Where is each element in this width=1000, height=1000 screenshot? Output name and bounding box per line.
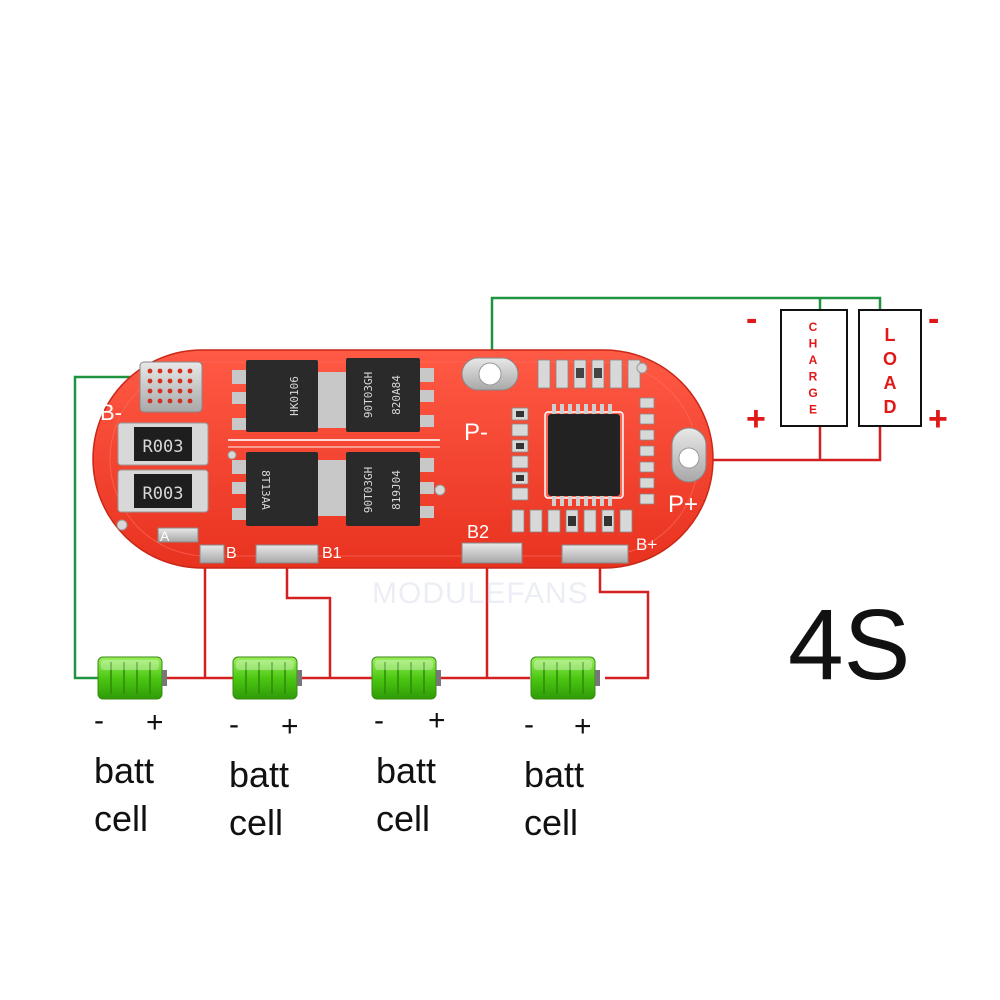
mosfet-3: 8T13AA: [232, 452, 332, 526]
mosfet-code-4: 819J04: [390, 470, 403, 510]
pad-b2: [461, 542, 523, 564]
b-minus-pad: [139, 361, 203, 413]
battery-cell-2: [232, 656, 302, 700]
cell-4-label-line2: cell: [524, 802, 579, 843]
mosfet-code-2: 820A84: [390, 375, 403, 415]
charge-minus: -: [746, 300, 757, 338]
wire-p-minus: [490, 296, 882, 375]
pad-label-b1: B1: [322, 545, 342, 562]
wires: [73, 296, 882, 680]
wire-b-minus: [73, 375, 140, 680]
mosfet-2: 90T03GH 820A84: [332, 358, 434, 432]
cell-1-minus: -: [94, 704, 104, 737]
pad-label-b-plus: B+: [636, 535, 657, 554]
p-minus-pad: [461, 357, 519, 391]
pad-b1: [255, 544, 319, 564]
pad-b: [199, 544, 225, 564]
resistor-marking-1: R003: [143, 437, 184, 457]
pad-a: [157, 527, 199, 543]
cell-1-label-line1: batt: [94, 750, 155, 791]
mosfet-marking-3: 8T13AA: [259, 470, 272, 510]
protection-ic: [544, 404, 624, 506]
cell-3-minus: -: [374, 704, 384, 737]
pad-label-b: B: [226, 545, 237, 562]
load-minus: -: [928, 300, 939, 338]
mosfet-4: 90T03GH 819J04: [332, 452, 434, 526]
wire-b-plus: [598, 562, 650, 680]
cell-1-plus: +: [146, 706, 164, 739]
pad-label-p-minus: P-: [464, 419, 488, 446]
smd-row-bottom: [511, 509, 633, 533]
bottom-pads: [157, 527, 629, 564]
cell-2-minus: -: [229, 708, 239, 741]
cell-4-label-line1: batt: [524, 754, 585, 795]
charge-plus: +: [746, 400, 766, 438]
mosfet-marking-2: 90T03GH: [362, 372, 375, 418]
resistor-marking-2: R003: [143, 484, 184, 504]
diagram-title: 4S: [788, 589, 911, 701]
shunt-resistor-2: R003: [117, 469, 209, 513]
smd-column-right: [639, 397, 655, 505]
pad-b-plus: [561, 544, 629, 564]
cell-2-plus: +: [281, 710, 299, 743]
shunt-resistor-1: R003: [117, 422, 209, 466]
battery-cell-3: [371, 656, 441, 700]
cell-4-minus: -: [524, 708, 534, 741]
mosfet-marking-4: 90T03GH: [362, 467, 375, 513]
bms-board: B- R003 R003 HK0106: [92, 349, 714, 569]
pad-label-a: A: [160, 528, 170, 544]
pad-label-b-minus: B-: [100, 400, 122, 425]
wire-b1: [285, 562, 332, 678]
watermark: MODULEFANS: [372, 577, 589, 610]
load-plus: +: [928, 400, 948, 438]
battery-cell-1: [97, 656, 167, 700]
wire-p-plus: [690, 426, 882, 462]
battery-cell-4: [530, 656, 600, 700]
cell-3-label-line1: batt: [376, 750, 437, 791]
cell-1-label-line2: cell: [94, 798, 149, 839]
p-plus-pad: [671, 427, 707, 483]
cell-3-plus: +: [428, 704, 446, 737]
cell-4-plus: +: [574, 710, 592, 743]
pad-label-p-plus: P+: [668, 491, 698, 518]
cell-2-label-line1: batt: [229, 754, 290, 795]
pad-label-b2: B2: [467, 522, 489, 542]
mosfet-marking-1: HK0106: [288, 376, 301, 416]
cell-2-label-line2: cell: [229, 802, 284, 843]
mosfet-1: HK0106: [232, 360, 332, 432]
cell-3-label-line2: cell: [376, 798, 431, 839]
